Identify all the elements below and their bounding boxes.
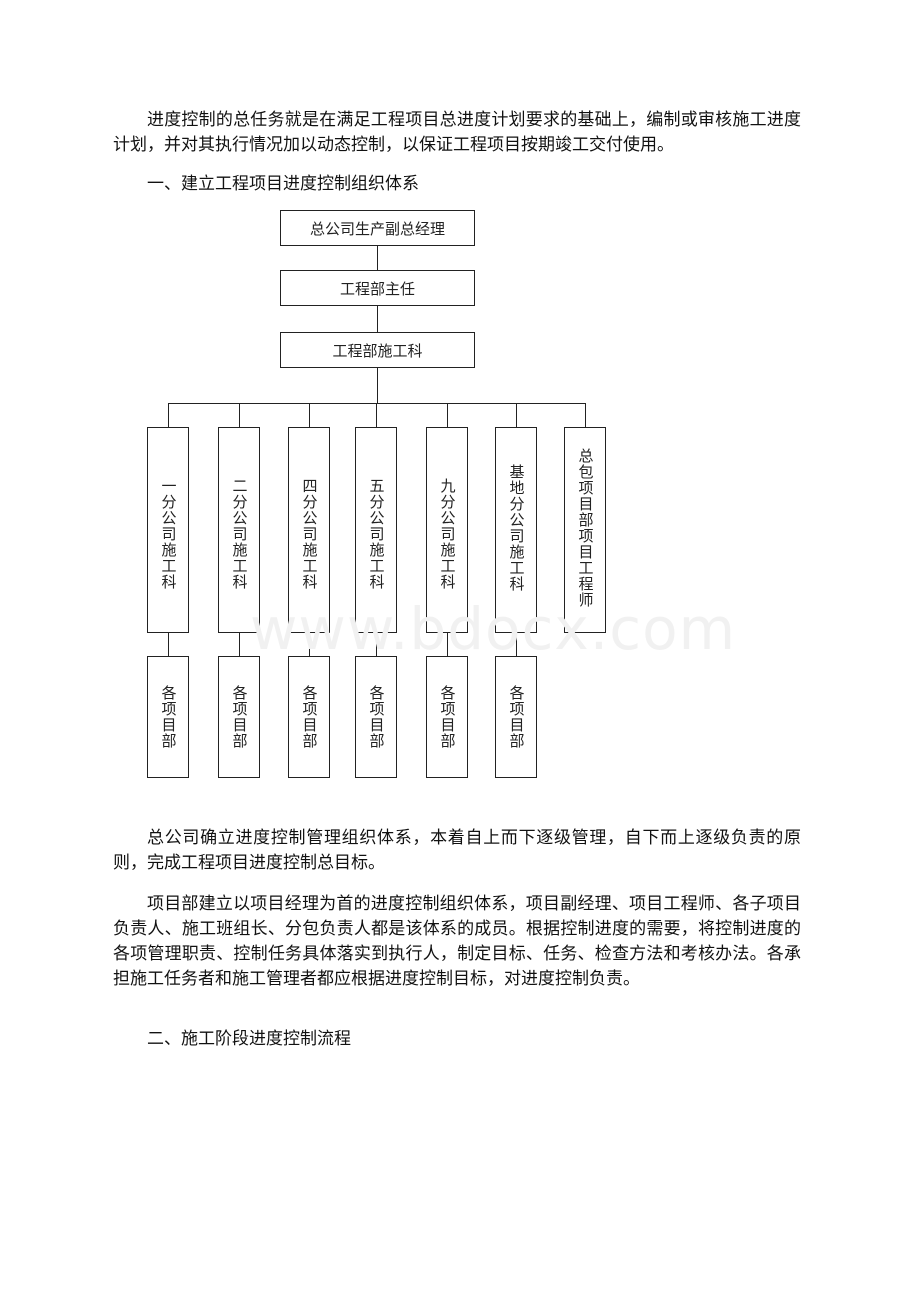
connector-line [309,403,311,427]
project-unit-label: 各项目部 [367,685,386,749]
project-unit-label: 各项目部 [507,685,526,749]
org-node-construction-dept-label: 工程部施工科 [332,341,423,360]
org-node-branch-9-label: 九分公司施工科 [438,478,457,590]
connector-line [239,633,241,656]
org-node-eng-director-label: 工程部主任 [339,279,415,298]
org-node-project-unit: 各项目部 [218,656,260,778]
org-node-branch-5: 五分公司施工科 [355,427,397,633]
org-node-project-unit: 各项目部 [288,656,330,778]
intro-paragraph: 进度控制的总任务就是在满足工程项目总进度计划要求的基础上，编制或审核施工进度计划… [113,110,801,155]
connector-line [585,403,587,427]
org-node-branch-base-label: 基地分公司施工科 [507,464,526,592]
org-node-project-unit: 各项目部 [355,656,397,778]
project-unit-label: 各项目部 [159,685,178,749]
org-node-branch-2: 二分公司施工科 [218,427,260,633]
section-heading-1: 一、建立工程项目进度控制组织体系 [147,174,419,194]
connector-line [377,368,379,404]
project-unit-label: 各项目部 [300,685,319,749]
org-node-project-unit: 各项目部 [495,656,537,778]
connector-line [516,403,518,427]
org-node-construction-dept: 工程部施工科 [280,332,475,368]
paragraph-project-organization: 项目部建立以项目经理为首的进度控制组织体系，项目副经理、项目工程师、各子项目负责… [113,894,801,989]
connector-line [447,633,449,656]
org-node-eng-director: 工程部主任 [280,270,475,306]
connector-line [377,306,379,332]
org-node-branch-2-label: 二分公司施工科 [230,478,249,590]
org-node-vp-label: 总公司生产副总经理 [309,219,445,238]
connector-line [168,403,170,427]
connector-line [376,633,378,656]
org-node-branch-base: 基地分公司施工科 [495,427,537,633]
connector-line [309,633,311,656]
paragraph-management-principle: 总公司确立进度控制管理组织体系，本着自上而下逐级管理，自下而上逐级负责的原则，完… [113,828,801,873]
connector-line [447,403,449,427]
org-node-branch-5-label: 五分公司施工科 [367,478,386,590]
project-unit-label: 各项目部 [438,685,457,749]
org-node-branch-1: 一分公司施工科 [147,427,189,633]
project-unit-label: 各项目部 [230,685,249,749]
org-node-project-unit: 各项目部 [426,656,468,778]
org-node-project-unit: 各项目部 [147,656,189,778]
connector-line [168,633,170,656]
org-node-general-contractor-label: 总包项目部项目工程师 [576,448,595,608]
connector-line [377,246,379,270]
section-heading-2: 二、施工阶段进度控制流程 [147,1029,351,1049]
connector-line [516,633,518,656]
org-node-branch-1-label: 一分公司施工科 [159,478,178,590]
org-node-general-contractor: 总包项目部项目工程师 [564,427,606,633]
org-node-vp: 总公司生产副总经理 [280,210,475,246]
connector-line [239,403,241,427]
connector-line [376,403,378,427]
org-node-branch-4: 四分公司施工科 [288,427,330,633]
org-node-branch-4-label: 四分公司施工科 [300,478,319,590]
org-node-branch-9: 九分公司施工科 [426,427,468,633]
